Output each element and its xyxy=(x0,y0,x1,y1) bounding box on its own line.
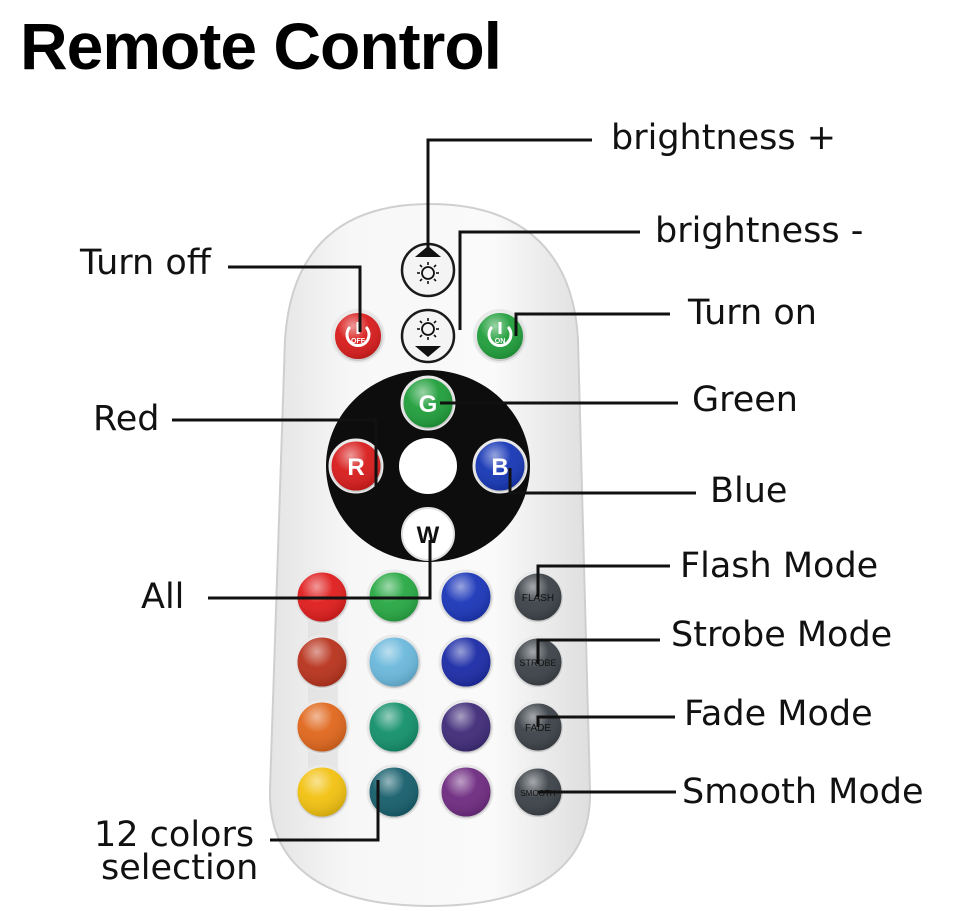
color-button-gloss xyxy=(440,701,492,753)
all-label: All xyxy=(141,577,185,617)
leader-red xyxy=(172,418,378,486)
colors-label-line2: selection xyxy=(101,848,259,888)
leader-fade xyxy=(536,715,675,727)
color-button-gloss xyxy=(440,571,492,623)
color-button-gloss xyxy=(368,701,420,753)
color-button-gloss xyxy=(296,766,348,818)
red-button-label: R xyxy=(347,454,364,481)
turn-on-label: Turn on xyxy=(688,293,817,333)
leader-blue xyxy=(508,468,696,495)
color-button-gloss xyxy=(368,636,420,688)
fade-mode-label: Fade Mode xyxy=(684,694,873,734)
flash-mode-label: Flash Mode xyxy=(680,546,879,586)
leader-brightness-down xyxy=(458,230,640,330)
leader-turn-off xyxy=(228,265,362,332)
power-icon xyxy=(345,322,371,347)
color-grid xyxy=(294,569,494,820)
color-button-gloss xyxy=(440,636,492,688)
brightness-up-label: brightness + xyxy=(611,118,837,158)
white-button-label: W xyxy=(417,522,440,549)
leader-lines xyxy=(172,138,696,842)
turn-on-button[interactable]: ON xyxy=(473,309,527,363)
color-ring xyxy=(326,370,530,562)
red-button[interactable]: R xyxy=(328,438,384,494)
color-gloss xyxy=(296,571,492,818)
on-button-label: ON xyxy=(495,338,506,345)
smooth-mode-label: Smooth Mode xyxy=(682,772,924,812)
leader-colors xyxy=(270,780,380,842)
green-label: Green xyxy=(692,380,798,420)
off-button-label: OFF xyxy=(351,338,366,345)
colors-label-line1: 12 colors xyxy=(94,815,255,855)
turn-off-label: Turn off xyxy=(80,243,211,283)
color-button-gloss xyxy=(296,701,348,753)
flash-button-label: FLASH xyxy=(522,593,554,604)
blue-label: Blue xyxy=(710,471,788,511)
color-button-gloss xyxy=(368,766,420,818)
leader-all xyxy=(208,540,432,600)
red-label: Red xyxy=(93,399,160,439)
strobe-mode-label: Strobe Mode xyxy=(671,615,893,655)
fade-button-label: FADE xyxy=(525,723,551,734)
brightness-down-button[interactable] xyxy=(400,308,456,364)
green-button-label: G xyxy=(419,391,438,418)
ring-center xyxy=(399,438,457,494)
blue-button[interactable]: B xyxy=(472,438,528,494)
color-button-gloss xyxy=(440,766,492,818)
leader-flash xyxy=(536,564,670,597)
power-icon xyxy=(487,322,513,347)
page-title: Remote Control xyxy=(20,9,502,83)
leader-turn-on xyxy=(514,312,670,336)
sun-down-arrow-icon xyxy=(415,318,441,357)
green-button[interactable]: G xyxy=(400,375,456,431)
leader-brightness-up xyxy=(426,138,592,250)
white-button[interactable]: W xyxy=(401,507,455,561)
color-button-gloss xyxy=(296,636,348,688)
leader-strobe xyxy=(536,638,660,664)
turn-off-button[interactable]: OFF xyxy=(331,309,385,363)
brightness-down-label: brightness - xyxy=(655,211,864,251)
blue-button-label: B xyxy=(491,454,508,481)
brightness-up-button[interactable] xyxy=(400,242,456,298)
sun-up-arrow-icon xyxy=(415,246,441,284)
